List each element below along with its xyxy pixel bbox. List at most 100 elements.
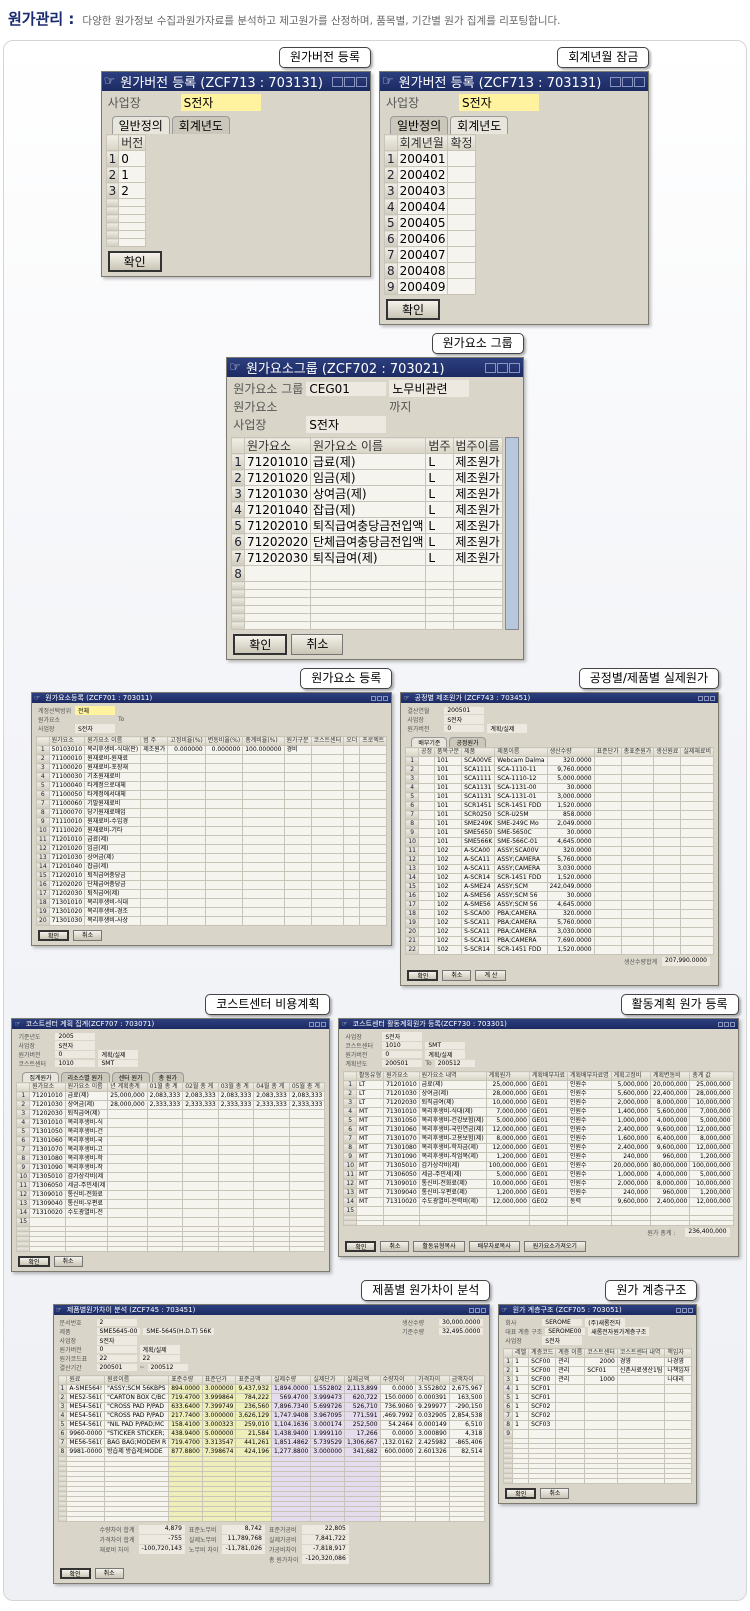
grid-cell[interactable]: L	[425, 501, 454, 518]
grid-cell[interactable]	[359, 799, 388, 809]
grid-cell[interactable]: 71202020	[243, 533, 312, 550]
grid-cell[interactable]: 제조원가	[452, 469, 503, 486]
grid-cell[interactable]: 3.000174	[310, 1420, 346, 1430]
grid-cell[interactable]	[417, 855, 436, 865]
minimize-button[interactable]	[484, 362, 496, 373]
grid-cell[interactable]: 복리후생비-학자금(제)	[418, 1143, 487, 1153]
grid-cell[interactable]: 감가상각비(제	[64, 1172, 109, 1182]
grid-cell[interactable]	[204, 754, 244, 764]
grid-cell[interactable]: 526,710	[344, 1402, 381, 1412]
grid-cell[interactable]: 3,030.0000	[546, 927, 595, 937]
grid-cell[interactable]: 28,000,000	[485, 1089, 530, 1099]
grid-cell[interactable]	[620, 927, 655, 937]
grid-cell[interactable]: A-SME564!	[66, 1384, 106, 1394]
grid-cell[interactable]: GE01	[528, 1188, 569, 1198]
grid-cell[interactable]: 5,600,000	[650, 1107, 691, 1117]
grid-cell[interactable]: 2,083,333	[253, 1091, 290, 1101]
grid-cell[interactable]	[182, 1154, 219, 1164]
grid-cell[interactable]: 2,333,333	[217, 1100, 255, 1110]
grid-cell[interactable]	[593, 918, 622, 928]
tab[interactable]: 총 원가	[151, 1072, 185, 1082]
grid-cell[interactable]: 71100070	[48, 808, 86, 818]
grid-cell[interactable]: 150.0000	[379, 1393, 417, 1403]
grid-cell[interactable]: 101	[434, 810, 463, 820]
column-header[interactable]: 표준단가	[593, 747, 622, 757]
grid-cell[interactable]	[653, 909, 682, 919]
grid-cell[interactable]	[310, 1516, 346, 1522]
grid-cell[interactable]	[310, 916, 345, 926]
field-extra-value[interactable]: 노무비관련	[389, 380, 470, 397]
grid-cell[interactable]: 원재료비-원재료	[84, 754, 142, 764]
grid-cell[interactable]	[107, 1181, 148, 1191]
grid-cell[interactable]: 1	[512, 1420, 530, 1430]
grid-cell[interactable]	[310, 621, 427, 630]
grid-cell[interactable]	[343, 817, 361, 827]
grid-cell[interactable]: SCR-1451 FDD	[494, 873, 548, 883]
field-extra-value[interactable]: SMT	[98, 1059, 139, 1067]
grid-cell[interactable]	[653, 918, 682, 928]
grid-cell[interactable]: 9,600,000	[650, 1125, 691, 1135]
grid-cell[interactable]: 71201010	[243, 453, 312, 470]
grid-cell[interactable]: PBA;CAMERA	[494, 927, 548, 937]
grid-cell[interactable]	[680, 774, 714, 784]
grid-cell[interactable]	[653, 819, 682, 829]
grid-cell[interactable]: 71301090	[29, 1163, 66, 1173]
grid-cell[interactable]: ME54-561(	[66, 1420, 106, 1430]
grid-cell[interactable]	[107, 1217, 148, 1227]
grid-cell[interactable]	[356, 1220, 385, 1226]
grid-cell[interactable]: 4,318	[448, 1429, 486, 1439]
grid-cell[interactable]	[204, 781, 244, 791]
grid-cell[interactable]: 임금(제)	[84, 844, 142, 854]
grid-cell[interactable]: 71301060	[383, 1125, 420, 1135]
grid-cell[interactable]	[204, 772, 244, 782]
grid-cell[interactable]	[204, 763, 244, 773]
grid-cell[interactable]: 20,000,000	[650, 1080, 691, 1090]
grid-cell[interactable]	[283, 871, 312, 881]
button-2[interactable]: 취소	[53, 1256, 83, 1267]
grid-cell[interactable]	[653, 927, 682, 937]
grid-cell[interactable]: 1000	[584, 1375, 618, 1385]
grid-cell[interactable]: 2,083,333	[146, 1091, 184, 1101]
tab[interactable]: 센터 원가	[111, 1072, 150, 1082]
grid-cell[interactable]	[283, 916, 312, 926]
grid-cell[interactable]: 71202030	[48, 889, 86, 899]
grid-cell[interactable]: 1,894.0000	[271, 1384, 312, 1394]
grid-cell[interactable]	[146, 1208, 184, 1218]
grid-cell[interactable]: 10,000,000	[485, 1098, 530, 1108]
grid-cell[interactable]	[653, 936, 682, 946]
grid-cell[interactable]: 제조원가	[140, 745, 169, 755]
grid-cell[interactable]	[182, 1190, 219, 1200]
grid-cell[interactable]: 71201030	[383, 1089, 420, 1099]
grid-cell[interactable]: 200402	[396, 166, 449, 183]
grid-cell[interactable]: ,132.0162	[379, 1438, 417, 1448]
grid-cell[interactable]	[182, 1136, 219, 1146]
grid-cell[interactable]: 5,760.0000	[546, 918, 595, 928]
grid-cell[interactable]: 감가상각비(제)	[418, 1161, 487, 1171]
grid-cell[interactable]: 163,500	[448, 1393, 486, 1403]
grid-cell[interactable]	[680, 846, 714, 856]
grid-cell[interactable]	[343, 898, 361, 908]
grid-cell[interactable]: 인원수	[567, 1143, 612, 1153]
grid-cell[interactable]: 3,000.0000	[546, 792, 595, 802]
grid-cell[interactable]: 102	[434, 891, 463, 901]
grid-cell[interactable]	[182, 1118, 219, 1128]
grid-cell[interactable]: GE01	[528, 1080, 569, 1090]
grid-cell[interactable]	[452, 565, 503, 582]
grid-cell[interactable]	[417, 918, 436, 928]
grid-cell[interactable]: 10,000,000	[689, 1179, 734, 1189]
